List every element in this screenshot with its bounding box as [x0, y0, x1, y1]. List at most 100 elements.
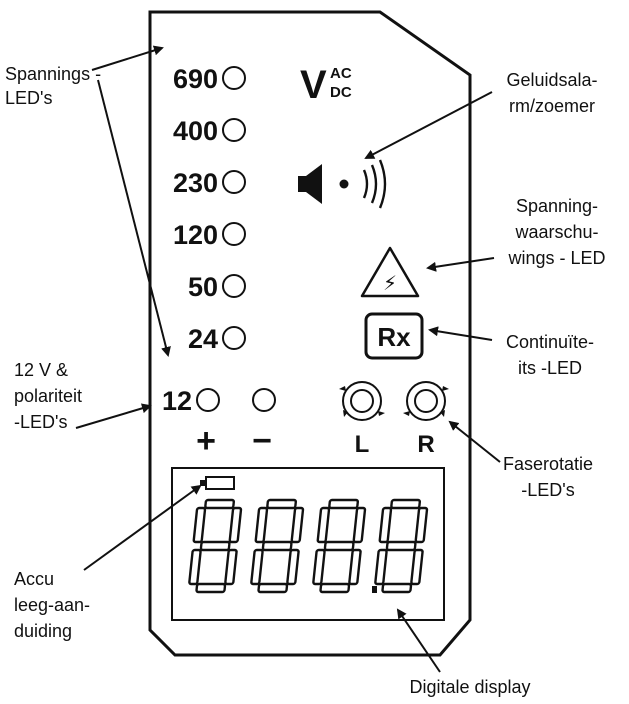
label-geluidsalarm: Geluidsala- rm/zoemer [506, 70, 597, 116]
segment-digit [374, 498, 429, 594]
svg-text:-LED's: -LED's [14, 412, 67, 432]
svg-text:LED's: LED's [5, 88, 52, 108]
voltage-24: 24 [188, 324, 218, 354]
voltage-12: 12 [162, 386, 192, 416]
arrow-rotation [448, 420, 501, 463]
led-690 [222, 66, 246, 90]
segment [199, 540, 231, 552]
svg-text:rm/zoemer: rm/zoemer [509, 96, 595, 116]
svg-text:Spanning-: Spanning- [516, 196, 598, 216]
rotation-left-label: L [355, 431, 370, 458]
segment [378, 506, 393, 544]
segment [328, 498, 360, 510]
segment [286, 548, 300, 586]
led-50 [222, 274, 246, 298]
segment-digit [188, 498, 243, 594]
segment [192, 506, 207, 544]
arrow-display [396, 608, 441, 673]
unit-ac: AC [330, 65, 352, 82]
led-230 [222, 170, 246, 194]
segment [352, 506, 367, 544]
svg-text:leeg-aan-: leeg-aan- [14, 595, 90, 615]
segment [290, 506, 305, 544]
voltage-230: 230 [173, 168, 218, 198]
rotation-right-label: R [417, 431, 434, 458]
arrow-warning [426, 257, 495, 272]
svg-text:12 V &: 12 V & [14, 360, 68, 380]
lightning-icon: ⚡ [383, 271, 397, 295]
rotation-right-icon [403, 381, 449, 421]
arrow-spannings-690 [91, 45, 164, 71]
speaker-icon [298, 159, 387, 209]
rotation-left-icon [339, 381, 385, 421]
led-400 [222, 118, 246, 142]
led-120 [222, 222, 246, 246]
svg-text:-LED's: -LED's [521, 480, 574, 500]
arrow-spannings-24 [97, 79, 171, 357]
label-display: Digitale display [409, 677, 530, 697]
led-24 [222, 326, 246, 350]
battery-icon [200, 476, 235, 490]
svg-text:Spannings -: Spannings - [5, 64, 101, 84]
callout-arrows [75, 45, 501, 673]
segment [381, 582, 413, 594]
svg-text:Continuïte-: Continuïte- [506, 332, 594, 352]
svg-text:Accu: Accu [14, 569, 54, 589]
segment [316, 506, 331, 544]
segment [261, 540, 293, 552]
svg-text:Geluidsala-: Geluidsala- [506, 70, 597, 90]
arrow-battery [83, 484, 202, 571]
voltage-120: 120 [173, 220, 218, 250]
continuity-symbol: Rx [377, 322, 411, 352]
segment [348, 548, 362, 586]
segment [312, 548, 326, 586]
segment [195, 582, 227, 594]
unit-vacdc: V AC DC [300, 63, 352, 107]
svg-text:duiding: duiding [14, 621, 72, 641]
label-continuiteit: Continuïte- its -LED [506, 332, 594, 378]
segment [323, 540, 355, 552]
arrow-polarity [75, 403, 152, 429]
label-spanningwaarschuwing: Spanning- waarschu- wings - LED [507, 196, 605, 268]
minus-sign: − [252, 422, 272, 460]
segment [224, 548, 238, 586]
arrow-continuity [428, 326, 493, 341]
svg-text:waarschu-: waarschu- [514, 222, 598, 242]
label-faserotatie: Faserotatie -LED's [503, 454, 593, 500]
continuity-indicator: Rx [364, 312, 424, 360]
label-polariteit: 12 V & polariteit -LED's [14, 360, 82, 432]
segment-digit [312, 498, 367, 594]
svg-text:its -LED: its -LED [518, 358, 582, 378]
voltage-led-rows: 690 400 230 120 50 24 12 [162, 64, 276, 416]
label-spannings-leds: Spannings - LED's [5, 64, 101, 108]
unit-v: V [300, 63, 327, 107]
segment [390, 498, 422, 510]
arrow-buzzer [364, 91, 493, 159]
segment [250, 548, 264, 586]
voltage-400: 400 [173, 116, 218, 146]
unit-dc: DC [330, 84, 352, 101]
segment [414, 506, 429, 544]
svg-text:polariteit: polariteit [14, 386, 82, 406]
segment [410, 548, 424, 586]
segment [266, 498, 298, 510]
warning-icon: ⚡ [360, 246, 420, 298]
segment-digit [250, 498, 305, 594]
seven-segment-digits [188, 498, 429, 594]
segment [257, 582, 289, 594]
voltage-690: 690 [173, 64, 218, 94]
segment [188, 548, 202, 586]
segment [385, 540, 417, 552]
voltage-50: 50 [188, 272, 218, 302]
segment [204, 498, 236, 510]
segment [254, 506, 269, 544]
segment [319, 582, 351, 594]
segment [228, 506, 243, 544]
led-12 [196, 388, 220, 412]
plus-sign: + [196, 422, 216, 460]
svg-text:wings - LED: wings - LED [507, 248, 605, 268]
label-accu: Accu leeg-aan- duiding [14, 569, 90, 641]
segment [374, 548, 388, 586]
svg-text:Faserotatie: Faserotatie [503, 454, 593, 474]
